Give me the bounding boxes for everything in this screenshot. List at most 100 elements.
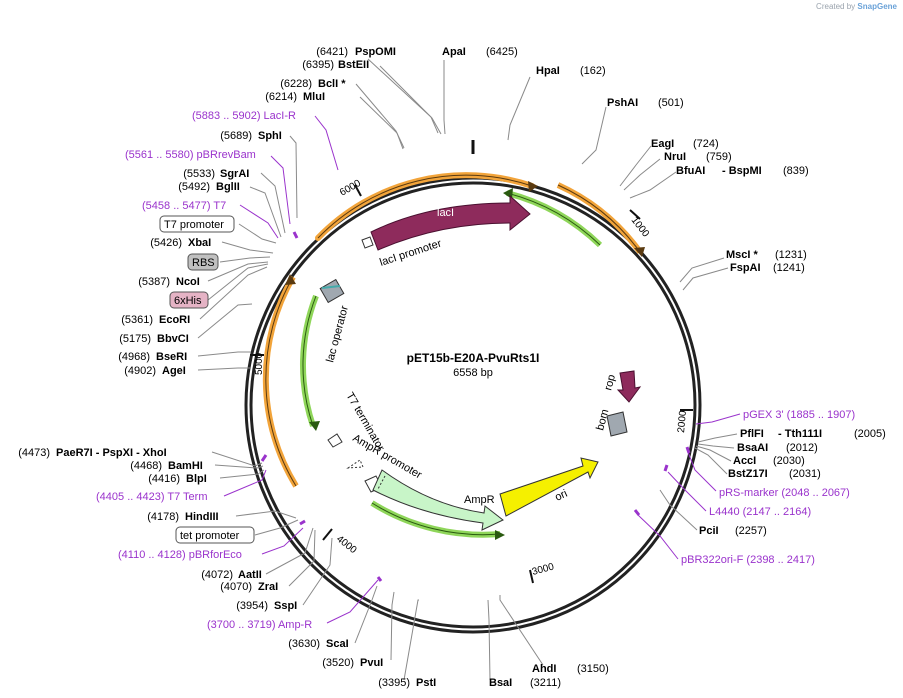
bsteii-label[interactable]: BstEII: [338, 59, 369, 71]
t7-primer[interactable]: (5458 .. 5477) T7: [142, 200, 226, 212]
aatii-label[interactable]: AatII: [238, 569, 262, 581]
t7term-primer[interactable]: (4405 .. 4423) T7 Term: [96, 491, 208, 503]
orf-arc-top-arrow: [528, 181, 538, 192]
acci-label[interactable]: AccI: [733, 455, 756, 467]
tet-promoter-label[interactable]: tet promoter: [180, 530, 240, 542]
feature-ori[interactable]: ori: [499, 457, 599, 517]
orf-arc-green-left-arrow: [309, 421, 320, 431]
leader-bseri: [197, 351, 251, 357]
zrai-position: (4070): [220, 581, 252, 593]
blpi-label[interactable]: BlpI: [186, 473, 207, 485]
ori-arrow: [499, 457, 599, 517]
bstz17i-label[interactable]: BstZ17I: [728, 468, 768, 480]
feature-bom[interactable]: bom: [594, 408, 628, 437]
ncoi-label[interactable]: NcoI: [176, 276, 200, 288]
feature-laci[interactable]: lacI: [370, 194, 531, 251]
pspomi-position: (6421): [316, 46, 348, 58]
bcli-label[interactable]: BclI *: [318, 78, 346, 90]
pflfi-label[interactable]: PflFI: [740, 428, 764, 440]
bseri-label[interactable]: BseRI: [156, 351, 187, 363]
bseri-position: (4968): [118, 351, 150, 363]
paer7i-position: (4473): [18, 447, 50, 459]
ampr-promoter-dash: [346, 459, 364, 469]
fspai-label[interactable]: FspAI: [730, 262, 761, 274]
lac-operator-box: [319, 278, 345, 304]
feature-laci-promoter[interactable]: lacI promoter: [361, 236, 443, 269]
laci-arrow: [370, 194, 531, 251]
tick-label-1000: 1000: [629, 215, 652, 240]
tth111i-label[interactable]: - Tth111I: [778, 428, 822, 440]
pbrforeco-primer[interactable]: (4110 .. 4128) pBRforEco: [118, 549, 242, 561]
xbai-position: (5426): [150, 237, 182, 249]
hpai-label[interactable]: HpaI: [536, 65, 560, 77]
hindiii-label[interactable]: HindIII: [185, 511, 219, 523]
apai-label[interactable]: ApaI: [442, 46, 466, 58]
rbs-label[interactable]: RBS: [192, 257, 215, 269]
zrai-label[interactable]: ZraI: [258, 581, 278, 593]
bfuai-label[interactable]: BfuAI: [676, 165, 705, 177]
t7-promoter-box: [159, 215, 235, 233]
paer7i-label[interactable]: PaeR7I - PspXI - XhoI: [56, 447, 167, 459]
pleader-ampr: [326, 579, 379, 624]
laci-promoter-arrow: [361, 236, 374, 249]
sphi-label[interactable]: SphI: [258, 130, 282, 142]
feature-lac-operator[interactable]: lac operator: [319, 278, 351, 364]
psti-label[interactable]: PstI: [416, 677, 436, 689]
bspmi-label[interactable]: - BspMI: [722, 165, 762, 177]
leader-sspi: [302, 537, 333, 606]
tick-label-2000: 2000: [676, 410, 689, 434]
ori-label: ori: [553, 488, 569, 504]
t7-promoter-label[interactable]: T7 promoter: [164, 219, 224, 231]
leader-bfuai: [629, 171, 677, 199]
orf-arc-right-arrow: [634, 247, 645, 257]
sgrai-label[interactable]: SgrAI: [220, 168, 249, 180]
rbs-box: [187, 253, 219, 271]
pbrrevbam-primer[interactable]: (5561 .. 5580) pBRrevBam: [125, 149, 256, 161]
sspi-label[interactable]: SspI: [274, 600, 297, 612]
ahdi-label[interactable]: AhdI: [532, 663, 556, 675]
bglii-label[interactable]: BglII: [216, 181, 240, 193]
xbai-label[interactable]: XbaI: [188, 237, 211, 249]
rop-arrow: [616, 370, 642, 403]
leader-hpai: [507, 76, 531, 141]
pcii-label[interactable]: PciI: [699, 525, 719, 537]
pbr322ori-f-primer[interactable]: pBR322ori-F (2398 .. 2417): [681, 554, 815, 566]
bsaai-label[interactable]: BsaAI: [737, 442, 768, 454]
ecori-label[interactable]: EcoRI: [159, 314, 190, 326]
amp-r-primer[interactable]: (3700 .. 3719) Amp-R: [207, 619, 312, 631]
6xhis-label[interactable]: 6xHis: [174, 295, 202, 307]
pleader-pbrrevbam: [270, 155, 291, 225]
scai-label[interactable]: ScaI: [326, 638, 349, 650]
pshai-label[interactable]: PshAI: [607, 97, 638, 109]
bbvci-label[interactable]: BbvCI: [157, 333, 189, 345]
tick-6000: [354, 184, 362, 197]
orf-arc-left: [262, 275, 299, 488]
leader-pvui: [390, 591, 395, 661]
pgex-primer[interactable]: pGEX 3' (1885 .. 1907): [743, 409, 855, 421]
primer-mark-ampr: [376, 576, 383, 582]
bsai-label[interactable]: BsaI: [489, 677, 512, 689]
pleader-t7term: [223, 469, 267, 497]
feature-ampr[interactable]: AmpR: [372, 469, 504, 531]
orf-arc-left-arrow: [285, 274, 296, 285]
pleader-pbrforeco: [261, 527, 304, 555]
prs-marker-primer[interactable]: pRS-marker (2048 .. 2067): [719, 487, 850, 499]
msci-label[interactable]: MscI *: [726, 249, 759, 261]
nrui-label[interactable]: NruI: [664, 151, 686, 163]
mlui-label[interactable]: MluI: [303, 91, 325, 103]
pvui-label[interactable]: PvuI: [360, 657, 383, 669]
pspomi-label[interactable]: PspOMI: [355, 46, 396, 58]
laci-r-primer[interactable]: (5883 .. 5902) LacI-R: [192, 110, 296, 122]
eagi-label[interactable]: EagI: [651, 138, 674, 150]
orf-arc-green-bottom-line: [371, 502, 501, 536]
primer-mark-prs: [663, 464, 669, 472]
pflfi-position: (2005): [854, 428, 886, 440]
feature-rop[interactable]: rop: [602, 370, 642, 403]
l4440-primer[interactable]: L4440 (2147 .. 2164): [709, 506, 811, 518]
bamhi-label[interactable]: BamHI: [168, 460, 203, 472]
agei-label[interactable]: AgeI: [162, 365, 186, 377]
tick-label-4000: 4000: [334, 534, 359, 557]
bom-box: [606, 411, 628, 437]
leader-lines: [197, 58, 738, 681]
sphi-position: (5689): [220, 130, 252, 142]
